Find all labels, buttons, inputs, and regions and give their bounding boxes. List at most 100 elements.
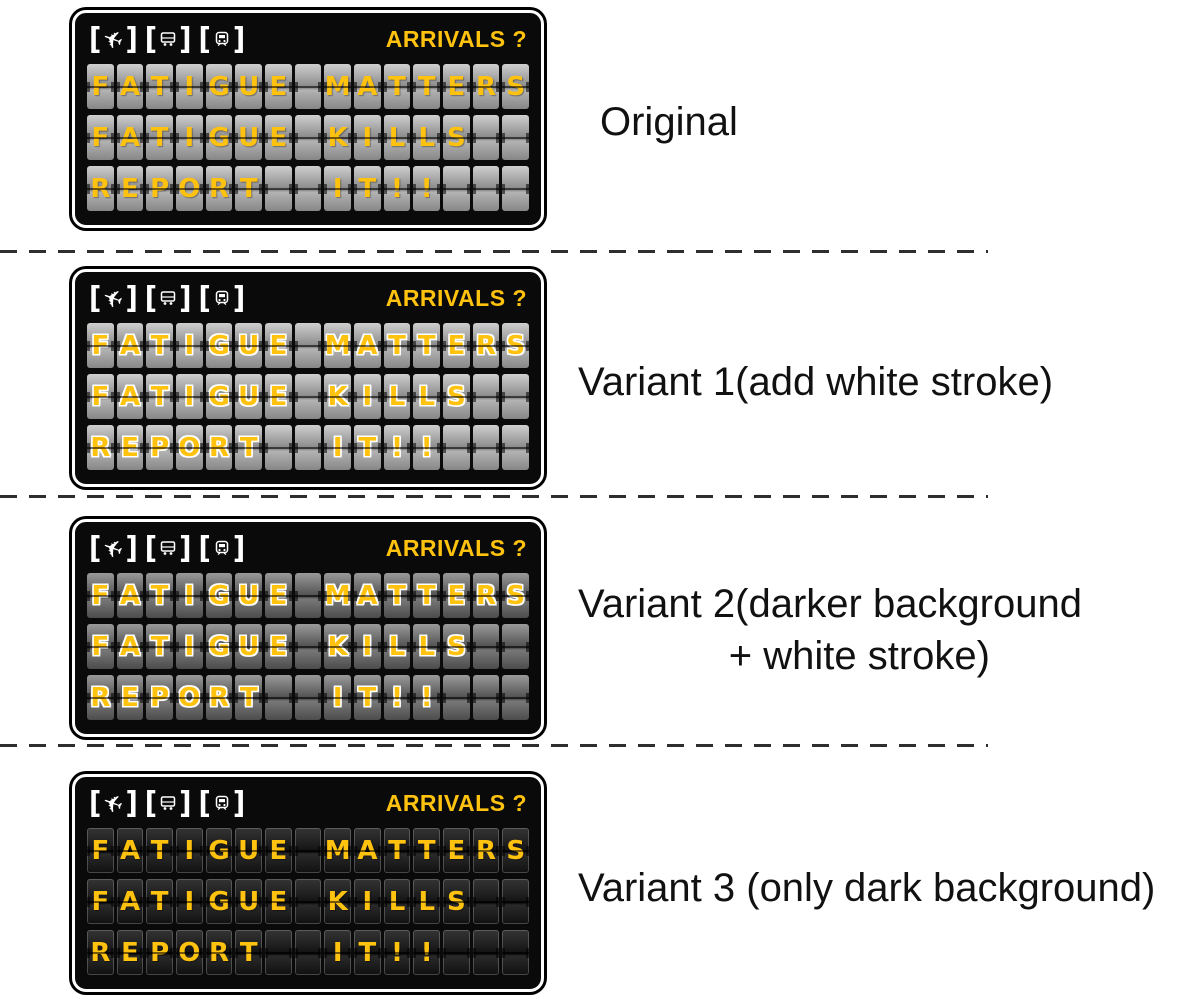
flap-cell: G: [205, 828, 233, 873]
bracket-glyph: [: [89, 280, 102, 316]
flap-cell: I: [354, 374, 381, 419]
plane-glyph: ✈: [98, 787, 128, 821]
flap-letter: U: [238, 381, 260, 412]
flap-cell-blank: [294, 374, 322, 419]
flap-letter: I: [184, 886, 195, 917]
flap-cell: S: [443, 115, 470, 160]
flap-letter: G: [208, 835, 230, 866]
flap-cell-blank: [265, 166, 292, 211]
flap-cell-blank: [294, 323, 322, 368]
flap-letter: K: [327, 381, 348, 412]
flap-letter: G: [208, 330, 230, 361]
flap-letter: A: [357, 835, 378, 866]
flap-cell-blank: [265, 425, 292, 470]
flap-letter: U: [238, 71, 260, 102]
flap-cell: O: [176, 425, 203, 470]
flap-cell-blank: [472, 425, 500, 470]
flap-cell: M: [324, 64, 352, 109]
flap-cell: P: [146, 166, 174, 211]
flap-letter: L: [418, 381, 436, 412]
bracket-glyph: ]: [232, 280, 246, 316]
flap-cell: T: [235, 675, 263, 720]
flap-letter: T: [150, 580, 169, 611]
flap-letter: G: [208, 71, 230, 102]
flap-cell: L: [383, 624, 411, 669]
bracket-glyph: ]: [232, 21, 246, 57]
flap-cell: E: [443, 828, 470, 873]
flap-letter: L: [418, 122, 436, 153]
flap-letter: T: [417, 330, 436, 361]
board-header: [ ✈ ] [ ] [ ] ARRIVALS ?: [87, 531, 529, 565]
flap-cell: E: [116, 930, 144, 975]
flap-cell: A: [354, 323, 381, 368]
flap-cell-blank: [502, 930, 530, 975]
bracket-glyph: [: [89, 21, 102, 57]
board-header: [ ✈ ] [ ] [ ] ARRIVALS ?: [87, 281, 529, 315]
flap-letter: R: [209, 173, 230, 204]
flap-letter: S: [447, 381, 466, 412]
flap-letter: I: [332, 937, 343, 968]
flap-cell-blank: [472, 166, 500, 211]
bracket-glyph: ]: [179, 530, 192, 566]
flap-letter: T: [388, 580, 406, 611]
flap-letter: E: [269, 122, 288, 153]
flap-letter: !: [391, 173, 403, 204]
flap-cell: I: [176, 374, 203, 419]
flap-letter: O: [178, 937, 201, 968]
flap-cell-blank: [502, 166, 530, 211]
flap-cell: U: [235, 374, 263, 419]
flap-cell: K: [324, 374, 352, 419]
flap-cell: A: [354, 64, 381, 109]
flap-cell: I: [354, 879, 381, 924]
flap-letter: F: [91, 886, 110, 917]
flap-letter: A: [119, 330, 141, 361]
flap-cell: F: [87, 828, 114, 873]
flap-letter: K: [327, 631, 348, 662]
flap-cell-blank: [502, 879, 530, 924]
flap-letter: E: [269, 886, 288, 917]
bracket-glyph: [: [198, 785, 211, 821]
flap-cell: O: [176, 930, 203, 975]
flap-letter: G: [208, 381, 230, 412]
flap-letter: R: [476, 330, 497, 361]
bracket-glyph: [: [144, 280, 158, 316]
flap-letter: L: [388, 381, 406, 412]
flap-cell: K: [324, 624, 352, 669]
flap-cell-blank: [502, 425, 530, 470]
flap-cell: L: [383, 879, 411, 924]
flap-cell: T: [354, 930, 381, 975]
flap-letter: L: [418, 886, 436, 917]
flap-letter: I: [362, 886, 373, 917]
flap-cell: S: [502, 573, 530, 618]
flap-letter: O: [178, 682, 201, 713]
flap-letter: A: [119, 631, 141, 662]
flap-cell: R: [87, 425, 114, 470]
flap-cell: F: [87, 323, 114, 368]
flap-letter: R: [209, 682, 230, 713]
bus-glyph: [160, 541, 176, 555]
flap-cell: A: [116, 573, 144, 618]
flap-cell: T: [146, 828, 174, 873]
bus-glyph: [160, 796, 176, 810]
flap-cell: T: [354, 675, 381, 720]
flap-cell: L: [413, 879, 441, 924]
flap-letter: U: [238, 835, 260, 866]
flap-cell: S: [443, 374, 470, 419]
flap-cell: E: [116, 166, 144, 211]
flap-letter: I: [184, 330, 195, 361]
flap-letter: E: [447, 835, 466, 866]
flap-cell: G: [205, 323, 233, 368]
flap-letter: F: [91, 330, 110, 361]
bracket-glyph: ]: [179, 280, 192, 316]
flap-letter: A: [119, 580, 141, 611]
